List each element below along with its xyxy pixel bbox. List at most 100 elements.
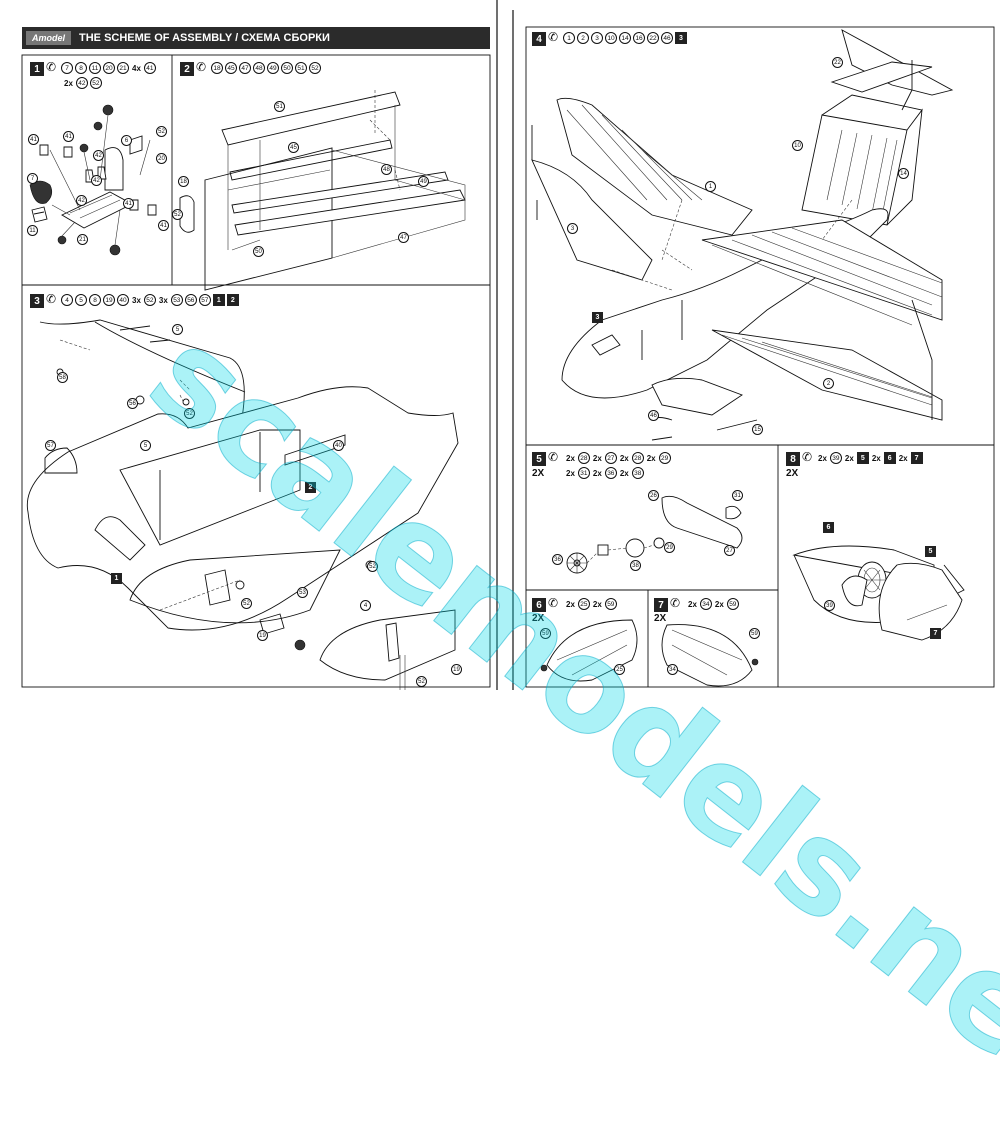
part-number: 22	[647, 32, 659, 44]
callout-part: 47	[398, 232, 409, 243]
glue-icon: ✆	[196, 60, 207, 74]
part-number: 7	[61, 62, 73, 74]
callout-part: 31	[732, 490, 743, 501]
step-reference: 2	[226, 294, 239, 306]
callout-part: 41	[63, 131, 74, 142]
glue-icon: ✆	[548, 596, 559, 610]
step-7-quantity: 2X	[654, 613, 667, 624]
callout-part: 1	[705, 181, 716, 192]
callout-part: 40	[333, 440, 344, 451]
step-reference: 3	[675, 32, 687, 44]
header-title: THE SCHEME OF ASSEMBLY / СХЕМА СБОРКИ	[79, 32, 330, 44]
callout-part: 52	[367, 561, 378, 572]
callout-part: 18	[178, 176, 189, 187]
part-number: 5	[75, 294, 87, 306]
callout-part: 42	[93, 150, 104, 161]
multiplier: 2x	[871, 453, 881, 463]
callout-part: 15	[752, 424, 763, 435]
callout-step-ref: 7	[930, 628, 941, 639]
callout-part: 22	[832, 57, 843, 68]
callout-part: 41	[123, 198, 134, 209]
step-3-fuselage-drawing	[26, 319, 459, 690]
multiplier: 2x	[619, 453, 629, 463]
multiplier: 2x	[898, 453, 908, 463]
step-1-parts-line2: 2x 42 52	[63, 77, 102, 89]
callout-step-ref: 2	[305, 482, 316, 493]
multiplier: 2x	[566, 468, 575, 478]
callout-part: 3	[567, 223, 578, 234]
step-3-badge: 3	[30, 294, 44, 308]
glue-icon: ✆	[46, 60, 57, 74]
left-page-frame	[21, 0, 498, 690]
step-reference: 5	[856, 452, 869, 464]
callout-part: 38	[630, 560, 641, 571]
multiplier: 2x	[714, 599, 724, 609]
part-number: 47	[239, 62, 251, 74]
part-number: 52	[309, 62, 321, 74]
step-1-badge: 1	[30, 62, 44, 76]
step-reference: 7	[910, 452, 923, 464]
glue-icon: ✆	[46, 292, 57, 306]
callout-part: 14	[898, 168, 909, 179]
callout-part: 52	[416, 676, 427, 687]
step-2-cargo-bay-drawing	[179, 90, 466, 291]
callout-part: 52	[156, 126, 167, 137]
part-number: 41	[143, 62, 156, 74]
callout-part: 21	[77, 234, 88, 245]
part-number: 8	[89, 294, 101, 306]
multiplier: 2x	[619, 468, 629, 478]
callout-part: 59	[540, 628, 551, 639]
step-1-parts: 7 8 11 20 21 4x 41	[61, 62, 156, 74]
step-8-parts: 2x 39 2x 5 2x 6 2x 7	[817, 452, 923, 464]
part-number: 50	[281, 62, 293, 74]
callout-part: 25	[614, 664, 625, 675]
callout-part: 7	[27, 173, 38, 184]
callout-part: 49	[418, 176, 429, 187]
glue-icon: ✆	[548, 30, 559, 44]
part-number: 45	[225, 62, 237, 74]
multiplier: 2x	[688, 599, 697, 609]
callout-part: 41	[28, 134, 39, 145]
callout-part: 42	[91, 175, 102, 186]
part-number: 46	[661, 32, 673, 44]
part-number: 27	[604, 452, 617, 464]
step-4-parts: 1 2 3 10 14 16 22 46 3	[563, 32, 687, 44]
step-5-landing-gear-drawing	[566, 495, 743, 574]
brand-logo: Amodel	[26, 31, 72, 45]
multiplier: 4x	[132, 63, 141, 73]
part-number: 31	[577, 467, 590, 479]
step-6-badge: 6	[532, 598, 546, 612]
callout-part: 5	[140, 440, 151, 451]
multiplier: 2x	[818, 453, 827, 463]
part-number: 53	[170, 294, 183, 306]
glue-icon: ✆	[802, 450, 813, 464]
part-number: 21	[117, 62, 129, 74]
step-4-badge: 4	[532, 32, 546, 46]
callout-part: 51	[274, 101, 285, 112]
callout-part: 52	[172, 209, 183, 220]
part-number: 36	[604, 467, 617, 479]
multiplier: 2x	[64, 78, 73, 88]
step-7-nacelle-drawing	[661, 624, 759, 687]
multiplier: 3x	[132, 295, 141, 305]
callout-part: 4	[360, 600, 371, 611]
callout-step-ref: 6	[823, 522, 834, 533]
part-number: 10	[605, 32, 617, 44]
callout-part: 53	[297, 587, 308, 598]
callout-part: 48	[381, 164, 392, 175]
part-number: 42	[75, 77, 88, 89]
part-number: 14	[619, 32, 631, 44]
callout-part: 34	[667, 664, 678, 675]
callout-part: 19	[257, 630, 268, 641]
part-number: 16	[633, 32, 645, 44]
callout-part: 29	[664, 542, 675, 553]
part-number: 4	[61, 294, 73, 306]
multiplier: 2x	[566, 453, 575, 463]
part-number: 28	[631, 452, 644, 464]
callout-part: 11	[27, 225, 38, 236]
callout-part: 42	[76, 195, 87, 206]
part-number: 19	[103, 294, 115, 306]
step-4-airframe-drawing	[531, 29, 954, 441]
step-8-quantity: 2X	[786, 468, 799, 479]
step-3-parts: 4 5 8 19 40 3x 52 3x 53 56 57 1 2	[61, 294, 239, 306]
